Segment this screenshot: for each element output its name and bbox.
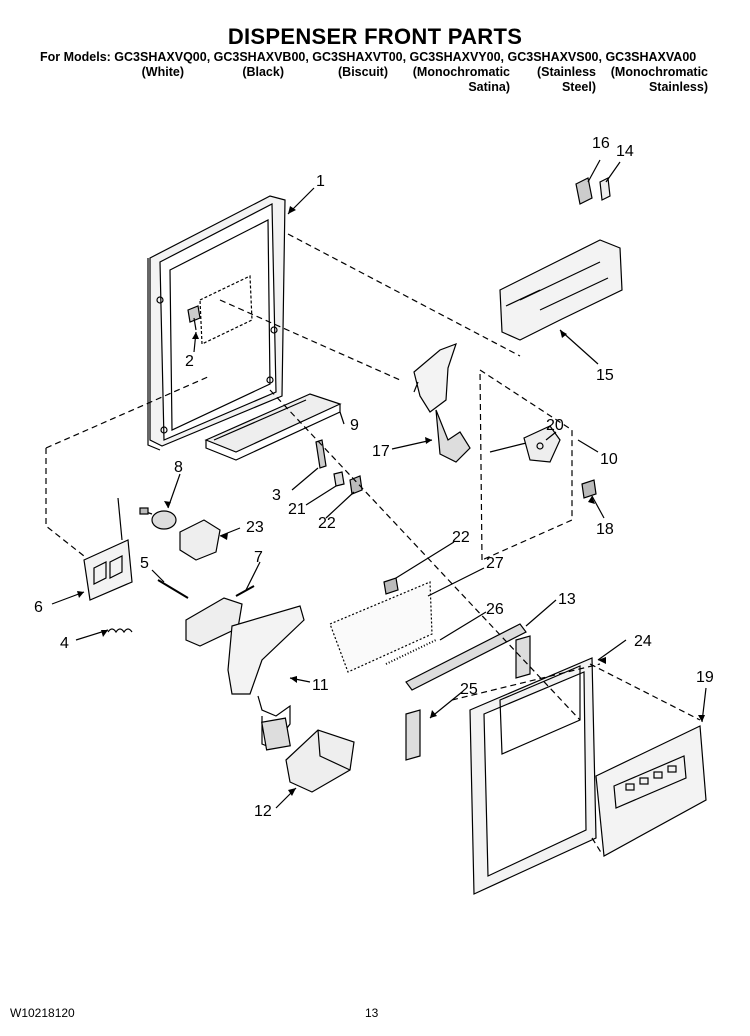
part-dispenser-housing: [147, 195, 286, 451]
part-board-27: [329, 581, 437, 673]
part-clip-21: [333, 471, 345, 487]
part-screw-18: [581, 479, 597, 499]
part-screw-22b: [383, 577, 399, 595]
label-part-5: 5: [140, 555, 149, 572]
label-part-2: 2: [185, 353, 194, 370]
label-part-23: 23: [246, 519, 264, 536]
color-monochromatic-satina: (Monochromatic Satina): [412, 65, 510, 94]
label-part-17: 17: [372, 443, 390, 460]
document-id: W10218120: [10, 1006, 75, 1020]
part-screw-22a: [349, 475, 363, 495]
part-bracket-16: [575, 177, 593, 205]
part-lever-17: [413, 342, 471, 463]
color-white: (White): [141, 65, 184, 79]
color-stainless-steel: (Stainless Steel): [536, 65, 596, 94]
part-link-20: [489, 425, 561, 463]
page-number: 13: [365, 1006, 379, 1020]
assembly-lines: [45, 233, 701, 855]
label-part-26: 26: [486, 601, 504, 618]
label-part-24: 24: [634, 633, 652, 650]
label-part-8: 8: [174, 459, 183, 476]
part-bar-26: [405, 623, 527, 691]
label-part-3: 3: [272, 487, 281, 504]
color-monochromatic-stainless: (Monochromatic Stainless): [610, 65, 708, 94]
part-screw-2: [187, 305, 201, 331]
part-funnel-12: [285, 729, 355, 793]
page-title: DISPENSER FRONT PARTS: [227, 24, 523, 49]
models-line: For Models: GC3SHAXVQ00, GC3SHAXVB00, GC…: [40, 50, 697, 64]
part-cover-23: [179, 519, 221, 561]
part-lever-3: [315, 439, 327, 469]
label-part-27: 27: [486, 555, 504, 572]
label-part-22b: 22: [452, 529, 470, 546]
label-part-4: 4: [60, 635, 69, 652]
label-part-22a: 22: [318, 515, 336, 532]
label-part-14: 14: [616, 143, 634, 160]
part-lever-arm-11: [227, 605, 305, 751]
label-part-11: 11: [312, 677, 329, 694]
label-part-25: 25: [460, 681, 478, 698]
part-panel-19: [595, 725, 707, 857]
label-part-21: 21: [288, 501, 306, 518]
label-part-16: 16: [592, 135, 610, 152]
label-part-19: 19: [696, 669, 714, 686]
part-frame-24: [469, 657, 597, 895]
part-block-13: [515, 635, 531, 679]
part-block-25: [405, 709, 421, 761]
label-part-12: 12: [254, 803, 272, 820]
leader-arrowheads: [77, 206, 705, 796]
part-chute-housing-15: [499, 239, 623, 341]
part-switch-module-6: [83, 497, 133, 601]
label-part-20: 20: [546, 417, 564, 434]
part-clip-14: [599, 177, 611, 201]
label-part-18: 18: [596, 521, 614, 538]
label-part-9: 9: [350, 417, 359, 434]
part-spring-4: [107, 628, 133, 634]
color-black: (Black): [242, 65, 284, 79]
label-part-15: 15: [596, 367, 614, 384]
label-part-1: 1: [316, 173, 325, 190]
part-pin-5: [157, 579, 189, 599]
part-solenoid-8: [139, 507, 177, 530]
part-drip-tray: [204, 393, 342, 461]
label-part-13: 13: [558, 591, 576, 608]
label-part-10: 10: [600, 451, 618, 468]
label-part-7: 7: [254, 549, 263, 566]
color-biscuit: (Biscuit): [338, 65, 388, 79]
label-part-6: 6: [34, 599, 43, 616]
